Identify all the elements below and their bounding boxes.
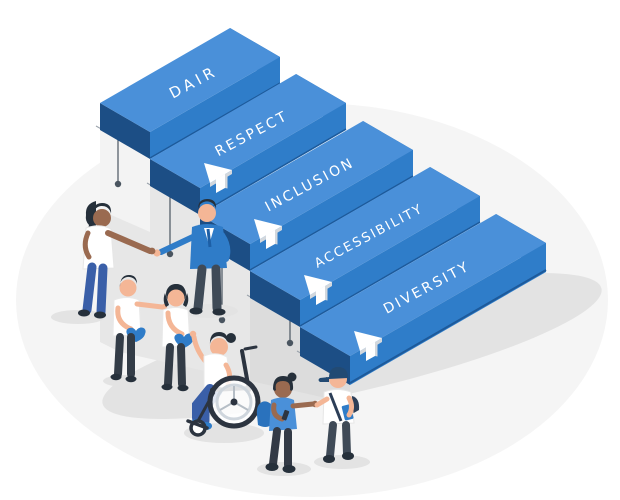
step-left-cap: [100, 103, 150, 159]
step-front-face: [150, 57, 280, 159]
backpack: [256, 401, 271, 427]
scene-wheelchair-woman: [184, 330, 264, 443]
cap-icon: [326, 367, 348, 379]
step-front-edge-line: [299, 221, 481, 327]
step-respect: RESPECT: [150, 74, 347, 215]
step-front-edge-line: [199, 128, 347, 215]
phone: [281, 409, 290, 421]
step-top-face: [200, 121, 413, 244]
person-shadow: [103, 375, 149, 387]
step-top-face: [100, 28, 280, 132]
step-top-face: [250, 167, 480, 300]
step-top-face: [150, 74, 346, 188]
up-arrow-icon: [354, 331, 382, 361]
person-woman-heart: [161, 284, 194, 392]
step-front-face: [300, 196, 480, 327]
up-arrow-icon: [304, 275, 332, 305]
step-front-face: [200, 103, 346, 215]
person-shadow: [51, 310, 105, 324]
scene-student-pair: [256, 367, 370, 476]
step-left-cap: [150, 159, 200, 215]
step-accessibility: ACCESSIBILITY: [250, 167, 481, 327]
step-top-face: [300, 214, 546, 356]
step-front-edge-line: [349, 269, 547, 384]
step-left-cap: [250, 271, 300, 327]
person-boy-cap: [314, 367, 360, 463]
scene-heart-pair: [103, 275, 201, 395]
up-arrow-icons: [204, 163, 382, 361]
wheelchair-wheels: [186, 375, 261, 437]
step-dair: DAIR: [100, 28, 281, 159]
person-woman-handshake: [78, 201, 153, 319]
step-front-face: [250, 150, 413, 271]
step-front-edge-line: [249, 175, 414, 271]
step-front-edge-line: [149, 82, 281, 159]
scene-handshake-pair: [51, 199, 238, 324]
person-shadow: [314, 455, 370, 469]
person-man-heart: [110, 275, 167, 383]
person-man-handshake: [148, 199, 231, 316]
person-girl-phone: [256, 372, 319, 473]
step-diversity: DIVERSITY: [300, 214, 547, 385]
up-arrow-icon: [204, 163, 232, 193]
base-wall-highlight: [100, 130, 150, 232]
step-front-face: [350, 243, 546, 385]
up-arrow-icon: [254, 219, 282, 249]
